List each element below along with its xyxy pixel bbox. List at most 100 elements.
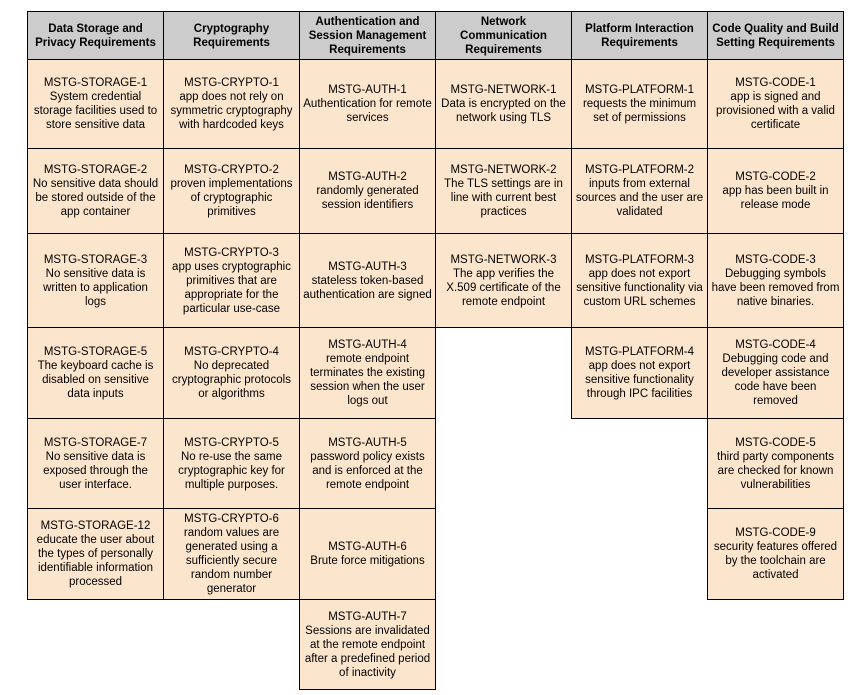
requirement-description: third party components are checked for k…: [717, 450, 834, 491]
requirement-description: No sensitive data should be stored outsi…: [32, 178, 159, 218]
requirement-code: MSTG-PLATFORM-3: [584, 253, 695, 266]
requirement-code: MSTG-NETWORK-1: [450, 84, 557, 96]
requirement-code: MSTG-STORAGE-1: [43, 77, 148, 89]
requirement-code: MSTG-CRYPTO-5: [184, 436, 279, 449]
requirement-description: Authentication for remote services: [303, 98, 432, 124]
requirement-code: MSTG-CODE-1: [735, 77, 816, 89]
requirement-description: Debugging symbols have been removed from…: [711, 267, 840, 308]
requirement-code: MSTG-CRYPTO-3: [184, 246, 279, 259]
requirement-description: No sensitive data is exposed through the…: [43, 450, 148, 491]
requirement-code: MSTG-PLATFORM-2: [584, 164, 695, 176]
cell-mstg-code-1: MSTG-CODE-1 app is signed and provisioned…: [707, 59, 844, 149]
cell-mstg-crypto-4: MSTG-CRYPTO-4 No deprecated cryptographic…: [163, 327, 300, 419]
requirement-description: requests the minimum set of permissions: [582, 98, 697, 124]
requirement-description: The app verifies the X.509 certificate o…: [446, 267, 561, 308]
requirement-code: MSTG-PLATFORM-4: [584, 346, 695, 358]
requirement-code: MSTG-NETWORK-3: [450, 253, 557, 266]
requirement-description: app has been built in release mode: [722, 185, 829, 211]
column-header-network: Network Communication Requirements: [435, 11, 572, 60]
requirement-description: stateless token-based authentication are…: [303, 274, 432, 301]
cell-mstg-crypto-1: MSTG-CRYPTO-1 app does not rely on symmet…: [163, 59, 300, 149]
requirement-code: MSTG-CRYPTO-6: [184, 513, 279, 525]
requirement-description: app uses cryptographic primitives that a…: [172, 260, 291, 315]
cell-mstg-storage-2: MSTG-STORAGE-2 No sensitive data should b…: [27, 148, 164, 234]
requirement-code: MSTG-NETWORK-2: [450, 164, 557, 176]
requirement-description: Brute force mitigations: [310, 555, 425, 567]
requirement-description: random values are generated using a suff…: [183, 527, 280, 595]
requirement-description: app does not export sensitive functional…: [576, 267, 703, 308]
column-header-platform: Platform Interaction Requirements: [571, 11, 708, 60]
cell-mstg-code-9: MSTG-CODE-9 security features offered by …: [707, 508, 844, 600]
requirement-description: security features offered by the toolcha…: [713, 541, 838, 581]
requirement-description: educate the user about the types of pers…: [36, 534, 155, 588]
requirement-code: MSTG-AUTH-5: [328, 436, 407, 449]
requirement-code: MSTG-CRYPTO-1: [184, 77, 279, 89]
cell-mstg-auth-2: MSTG-AUTH-2 randomly generated session id…: [299, 148, 436, 234]
requirement-code: MSTG-AUTH-3: [328, 260, 407, 273]
cell-mstg-storage-12: MSTG-STORAGE-12 educate the user about th…: [27, 508, 164, 600]
requirement-code: MSTG-PLATFORM-1: [584, 84, 695, 96]
requirement-description: app does not export sensitive functional…: [585, 360, 694, 400]
requirement-code: MSTG-CRYPTO-4: [184, 346, 279, 358]
requirement-description: proven implementations of cryptographic …: [170, 178, 293, 218]
requirement-code: MSTG-AUTH-4: [328, 339, 407, 351]
cell-mstg-platform-1: MSTG-PLATFORM-1 requests the minimum set …: [571, 59, 708, 149]
requirement-code: MSTG-STORAGE-7: [43, 436, 148, 449]
cell-mstg-crypto-2: MSTG-CRYPTO-2 proven implementations of c…: [163, 148, 300, 234]
column-authentication: Authentication and Session Management Re…: [299, 11, 436, 690]
column-header-cryptography: Cryptography Requirements: [163, 11, 300, 60]
requirement-description: The TLS settings are in line with curren…: [444, 178, 563, 218]
requirement-description: No re-use the same cryptographic key for…: [178, 450, 285, 491]
requirement-code: MSTG-CODE-4: [735, 339, 816, 351]
requirement-description: Sessions are invalidated at the remote e…: [304, 624, 431, 679]
requirement-code: MSTG-AUTH-2: [328, 171, 407, 183]
requirement-code: MSTG-STORAGE-3: [43, 253, 148, 266]
requirement-description: app is signed and provisioned with a val…: [716, 91, 835, 131]
requirement-code: MSTG-AUTH-7: [328, 610, 407, 623]
requirement-description: The keyboard cache is disabled on sensit…: [37, 360, 154, 400]
requirement-description: Data is encrypted on the network using T…: [441, 98, 566, 124]
requirement-description: app does not rely on symmetric cryptogra…: [170, 91, 293, 131]
cell-mstg-code-2: MSTG-CODE-2 app has been built in release…: [707, 148, 844, 234]
requirement-description: No deprecated cryptographic protocols or…: [172, 360, 291, 400]
requirement-code: MSTG-CRYPTO-2: [184, 164, 279, 176]
requirement-description: Debugging code and developer assistance …: [721, 353, 830, 407]
requirement-description: password policy exists and is enforced a…: [310, 450, 425, 491]
cell-mstg-crypto-6: MSTG-CRYPTO-6 random values are generated…: [163, 508, 300, 600]
requirement-code: MSTG-STORAGE-12: [40, 520, 151, 532]
column-header-code-quality: Code Quality and Build Setting Requireme…: [707, 11, 844, 60]
requirement-code: MSTG-CODE-3: [735, 253, 816, 266]
column-header-authentication: Authentication and Session Management Re…: [299, 11, 436, 60]
requirement-code: MSTG-STORAGE-5: [43, 346, 148, 358]
requirement-description: randomly generated session identifiers: [316, 185, 419, 211]
requirement-description: System credential storage facilities use…: [33, 91, 158, 131]
requirement-code: MSTG-CODE-2: [735, 171, 816, 183]
requirement-code: MSTG-STORAGE-2: [43, 164, 148, 176]
requirement-code: MSTG-AUTH-1: [328, 84, 407, 96]
requirement-code: MSTG-CODE-9: [735, 527, 816, 539]
requirement-description: No sensitive data is written to applicat…: [43, 267, 148, 308]
